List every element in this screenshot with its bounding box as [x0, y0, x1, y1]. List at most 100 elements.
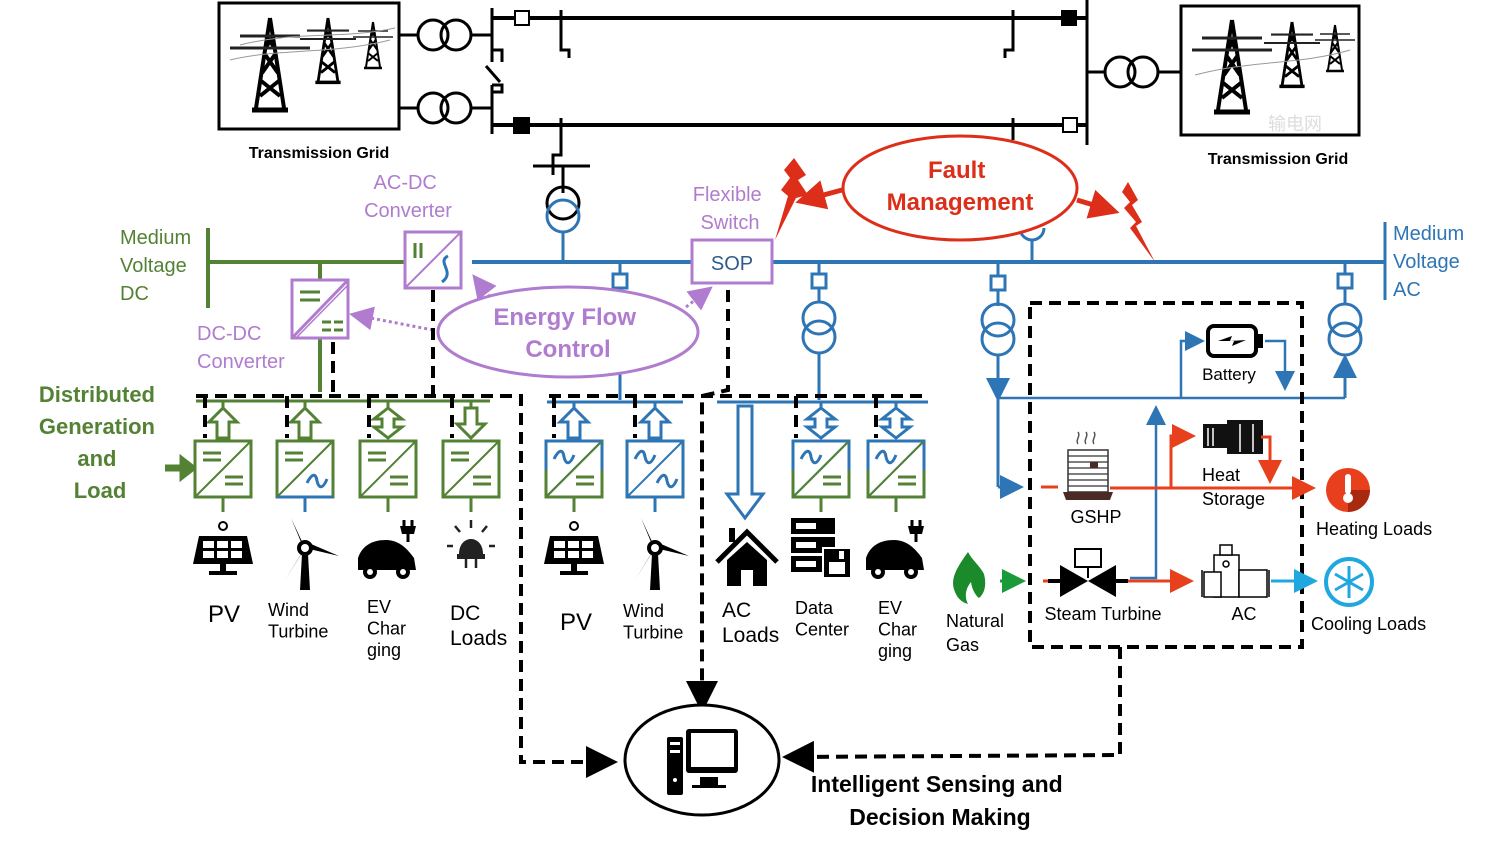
power-flow-arrow-icon [802, 406, 840, 440]
battery-label: Battery [1202, 365, 1256, 384]
power-flow-arrow-icon [556, 405, 592, 440]
mvdc-label: Medium Voltage DC [120, 227, 197, 305]
snowflake-icon [1324, 557, 1374, 607]
fault-management: Fault Management [775, 134, 1155, 262]
transmission-grid-right-label: Transmission Grid [1208, 151, 1348, 168]
house-icon [715, 528, 779, 586]
distributed-generation-label: Distributed Generation and Load [39, 382, 161, 503]
heat-storage-icon [1203, 420, 1263, 454]
load-flow-arrow-icon [724, 404, 766, 521]
absorption-chiller-icon [1201, 544, 1270, 598]
ac-chiller-label: AC [1231, 604, 1256, 624]
ev-charging-icon [358, 520, 416, 579]
transmission-tower-icon [1192, 20, 1357, 112]
heat-storage-label: Heat Storage [1202, 465, 1265, 509]
transmission-grid-left: Transmission Grid [217, 1, 401, 162]
heating-loads-label: Heating Loads [1316, 519, 1432, 539]
transmission-grid-box [217, 1, 401, 131]
data-center-icon [791, 518, 852, 579]
gshp-label: GSHP [1070, 507, 1121, 527]
transmission-grid-right: 输电网 Transmission Grid [1179, 4, 1361, 168]
mvac-label: Medium Voltage AC [1393, 223, 1470, 301]
dc-unit: PV [193, 401, 253, 628]
wind-turbine-icon [635, 518, 689, 590]
sop-flexible-switch: SOP [690, 238, 774, 285]
breaker-open [514, 10, 530, 26]
breaker-open [1062, 117, 1078, 133]
mvac-bus [472, 222, 1387, 300]
acdc-converter-label: AC-DC Converter [364, 172, 452, 222]
cooling-loads-label: Cooling Loads [1311, 614, 1426, 634]
dcdc-converter-label: DC-DC Converter [197, 323, 285, 373]
power-flow-arrow-icon [205, 405, 241, 440]
unit-label: PV [560, 609, 592, 636]
thermometer-icon [1326, 468, 1370, 512]
power-converter-icon [358, 439, 418, 499]
right-transformer [1087, 55, 1181, 89]
natural-gas-label: Natural Gas [946, 611, 1009, 655]
transmission-grid-left-label: Transmission Grid [249, 145, 389, 162]
power-converter-icon [193, 439, 253, 499]
ev-charging-icon [866, 520, 924, 579]
power-converter-icon [625, 439, 685, 499]
unit-label: PV [208, 601, 240, 628]
breaker-closed [513, 117, 530, 134]
arrow-icon [165, 453, 198, 483]
dcdc-converter [290, 278, 350, 340]
flexible-switch-label: Flexible Switch [693, 184, 767, 234]
solar-panel-icon [544, 521, 604, 575]
solar-panel-icon [193, 521, 253, 575]
power-flow-arrow-icon [287, 405, 323, 440]
power-converter-icon [441, 439, 501, 499]
communication-links [196, 290, 1304, 778]
breaker [611, 272, 629, 290]
power-converter-icon [275, 439, 335, 499]
battery-icon [1206, 324, 1263, 358]
ac-feeders [611, 227, 1363, 580]
steam-turbine-label: Steam Turbine [1044, 604, 1161, 624]
watermark: 输电网 [1268, 114, 1322, 134]
power-flow-arrow-icon [369, 406, 407, 440]
ac-unit: PV [544, 402, 604, 636]
light-bulb-icon [447, 520, 495, 568]
acdc-converter [403, 230, 463, 290]
power-flow-arrow-icon [453, 406, 489, 441]
steam-turbine-icon [1048, 548, 1128, 597]
transmission-tower-icon [230, 18, 396, 110]
wind-turbine-icon [285, 518, 339, 590]
intelligent-sensing-node [623, 703, 781, 817]
hv-double-busbar [492, 0, 1089, 145]
lightning-bolt-icon [775, 158, 808, 240]
circuit-breakers [513, 10, 1078, 134]
power-flow-arrow-icon [877, 406, 915, 440]
lightning-bolt-icon [1122, 182, 1155, 262]
fault-management-label: Fault Management [887, 157, 1034, 216]
disconnector-switches [533, 10, 1015, 185]
main-transformer [545, 185, 581, 262]
transformer-winding [416, 18, 450, 52]
breaker-closed [1061, 10, 1077, 26]
gshp-icon [1063, 431, 1113, 500]
left-transformers [399, 8, 504, 134]
energy-flow-control: Energy Flow Control [349, 274, 713, 379]
energy-flow-control-label: Energy Flow Control [493, 304, 642, 363]
power-flow-arrow-icon [637, 405, 673, 440]
intelligent-sensing-label: Intelligent Sensing and Decision Making [811, 771, 1069, 830]
flame-icon [953, 552, 986, 604]
